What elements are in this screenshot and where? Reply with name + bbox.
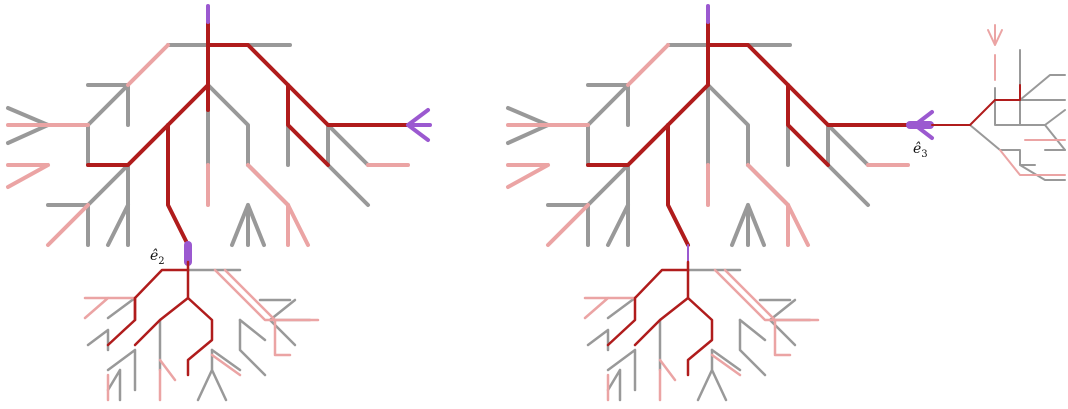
right-upper-gray-branches (506, 43, 870, 247)
left-lower-pink-branches (83, 268, 320, 402)
right-upper-red-path (586, 18, 910, 247)
right-panel: ê3 (506, 4, 1066, 402)
right-side-red-path (931, 84, 1021, 126)
left-upper-pink-branches (6, 43, 410, 247)
right-lower-red-path (606, 260, 714, 377)
right-side-pink-branches (987, 24, 1066, 176)
left-purple-edges (184, 4, 432, 266)
left-lower-gray-branches (86, 268, 312, 402)
right-purple-edges (687, 4, 934, 263)
right-side-gray-branches (969, 49, 1066, 181)
left-upper-red-path (86, 18, 410, 247)
right-lower-gray-branches (586, 268, 812, 402)
edge-label-e2: ê2 (150, 248, 165, 267)
left-panel: ê2 (6, 4, 432, 402)
edge-label-e3: ê3 (913, 141, 928, 160)
right-lower-pink-branches (583, 268, 820, 402)
right-upper-pink-branches (506, 43, 910, 247)
left-lower-red-path (106, 260, 214, 377)
